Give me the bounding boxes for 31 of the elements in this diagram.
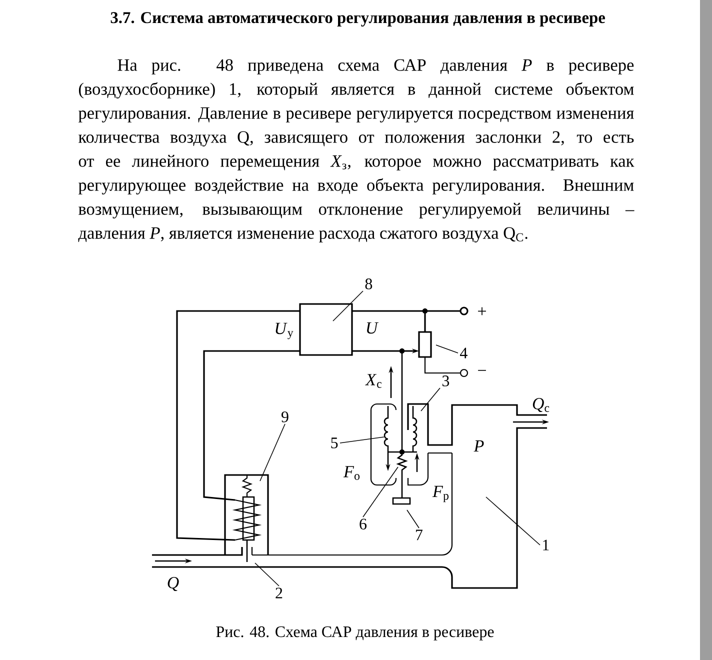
callout-number: 1	[543, 540, 549, 550]
symbol-label: Q	[168, 576, 179, 591]
leader-line	[420, 388, 440, 412]
symbol-label: Q$_{с}$	[532, 398, 550, 412]
leader-line	[254, 562, 280, 586]
leader-line	[362, 466, 398, 518]
callout-number: 6	[360, 518, 367, 530]
section-heading: 3.7. Система автоматического регулирования давления в ресивере	[110, 12, 605, 27]
leader-line	[436, 344, 458, 354]
callout-number: 7	[416, 530, 423, 540]
symbol-label: P	[474, 440, 484, 452]
leader-line	[406, 510, 420, 528]
symbol-label: −	[478, 370, 486, 371]
figure-caption: Рис. 48. Схема САР давления в ресивере	[216, 626, 494, 640]
leader-line	[486, 496, 540, 546]
leader-line	[340, 436, 384, 444]
callout-number: 5	[331, 438, 338, 448]
callout-number: 2	[276, 588, 282, 598]
symbol-label: U$_{у}$	[276, 322, 294, 340]
callout-number: 4	[460, 348, 468, 358]
leader-line	[260, 424, 286, 482]
symbol-label: +	[478, 307, 486, 316]
paragraph: На рис. 48 приведена схема САР давления P в ресивере (воздухосборнике) 1, который является в данной системе объектом регулирования. Давление в ресивере регулируется посредством изменения количества воздуха Q, зависящего от положения заслонки 2, то есть от ее линейного перемещения X$_{з}$, которое можно рассматривать как регулирующее воздействие на входе объекта регулирования. Внешним возмущением, вызывающим отклонение регулируемой величины – давления P, является изменение расхода сжатого воздуха Q$_{C}$.	[78, 59, 634, 242]
symbol-label: F$_{о}$	[343, 466, 360, 480]
callout-number: 3	[442, 376, 450, 386]
symbol-label: U	[366, 322, 379, 334]
symbol-label: F$_{р}$	[432, 486, 449, 502]
symbol-label: X$_{с}$	[365, 374, 382, 388]
callout-number: 9	[282, 412, 288, 422]
callout-number: 8	[365, 278, 372, 290]
leader-line	[332, 290, 364, 322]
